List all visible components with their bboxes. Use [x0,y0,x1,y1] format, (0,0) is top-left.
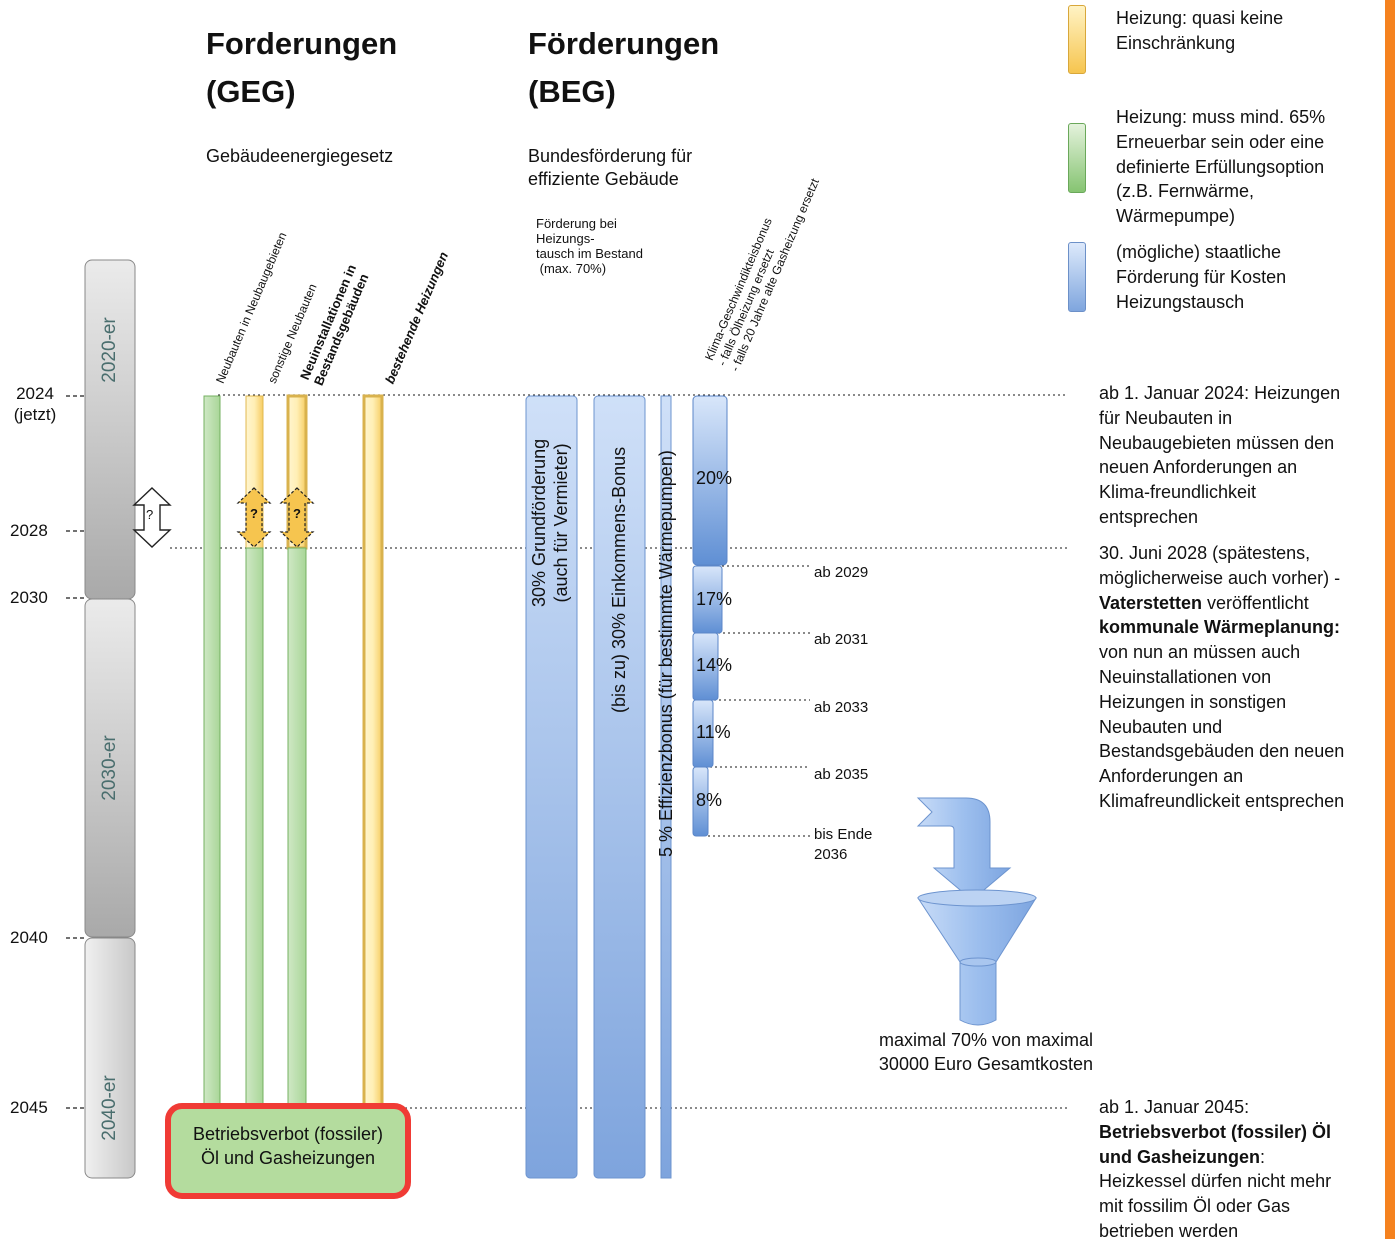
legend-swatch-yellow [1068,5,1086,74]
year-2024: 2024 (jetzt) [13,384,57,424]
decade-2040: 2040-er [99,1075,120,1141]
bar-einkommensbonus-label: (bis zu) 30% Einkommens-Bonus [609,446,629,713]
step-label-2029: ab 2029 [814,564,869,581]
step-label-2033: ab 2033 [814,699,869,716]
decade-2030: 2030-er [99,735,120,801]
beg-subtitle: Bundesförderung für effiziente Gebäude [528,146,693,189]
legend-item-green: Heizung: muss mind. 65% Erneuerbar sein … [1116,107,1326,227]
year-2028: 2028 [10,521,48,540]
dotted-guides [170,394,1068,1109]
year-2045: 2045 [10,1098,48,1117]
klima-step-5: 8% [696,790,723,810]
year-2030: 2030 [10,588,48,607]
note-2028: 30. Juni 2028 (spätestens, möglicherweis… [1099,543,1345,811]
year-2040: 2040 [10,928,48,947]
step-label-2031: ab 2031 [814,631,869,648]
legend-swatch-green [1068,123,1086,193]
klima-step-4: 11% [696,722,731,742]
note-2024: ab 1. Januar 2024: Heizungen für Neubaut… [1099,383,1341,527]
klima-step-1: 20% [696,468,733,488]
step-label-2035: ab 2035 [814,766,869,783]
klima-step-3: 14% [696,655,733,675]
legend-swatch-blue [1068,242,1086,312]
bar-grundfoerderung-label: 30% Grundförderung (auch für Vermieter) [529,438,571,607]
geg-subtitle: Gebäudeenergiegesetz [206,146,394,166]
col3-question-mark: ? [293,506,301,521]
geg-title: Forderungen (GEG) [206,26,398,109]
col2-question-mark: ? [250,506,258,521]
ban-box: Betriebsverbot (fossiler) Öl und Gasheiz… [192,1124,384,1168]
klima-step-2: 17% [696,589,733,609]
note-2045: ab 1. Januar 2045: Betriebsverbot (fossi… [1099,1097,1332,1241]
step-label-end: bis Ende 2036 [814,826,873,863]
legend-item-yellow: Heizung: quasi keine Einschränkung [1116,8,1284,53]
beg-title: Förderungen (BEG) [528,26,720,109]
decade-2020: 2020-er [99,316,120,383]
bar-effizienzbonus-label: 5 % Effizienzbonus (für bestimmte Wärmep… [656,450,676,857]
beg-note: Förderung bei Heizungs- tausch im Bestan… [536,216,643,276]
edge-strip [1385,0,1395,1239]
timeline-question-mark: ? [146,507,154,522]
legend-item-blue: (mögliche) staatliche Förderung für Kost… [1116,242,1287,312]
funnel-caption: maximal 70% von maximal 30000 Euro Gesam… [878,1030,1094,1074]
